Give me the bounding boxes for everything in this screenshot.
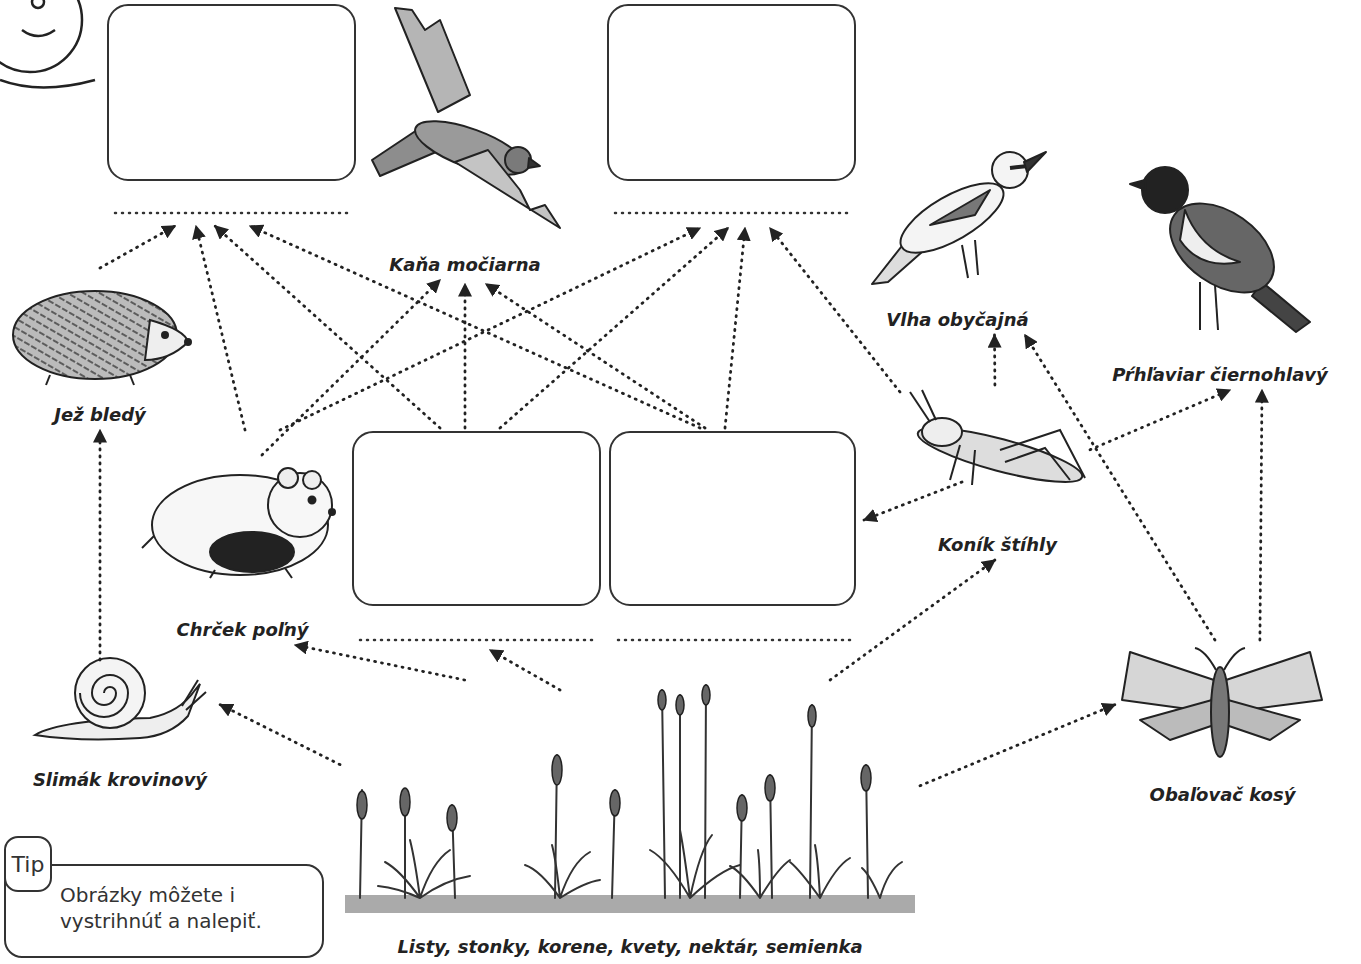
tip-text: Obrázky môžete i vystrihnúť a nalepiť. xyxy=(60,883,262,933)
food-arrow xyxy=(99,430,102,660)
species-node: Kaňa močiarna xyxy=(365,5,565,280)
bee-eater-drawing xyxy=(872,152,1046,284)
grasshopper-drawing xyxy=(910,390,1086,492)
food-arrow xyxy=(1090,390,1230,450)
food-arrow xyxy=(295,645,465,680)
species-label: Pŕhľaviar čiernohlavý xyxy=(1109,364,1331,387)
species-node: Koník štíhly xyxy=(905,385,1090,560)
species-label: Koník štíhly xyxy=(935,534,1060,557)
species-node: Pŕhľaviar čiernohlavý xyxy=(1095,160,1345,390)
hedgehog-drawing xyxy=(13,291,191,385)
harrier-drawing xyxy=(372,8,560,228)
tip-note-box: Obrázky môžete i vystrihnúť a nalepiť. xyxy=(4,864,324,958)
species-node: Jež bledý xyxy=(10,280,190,430)
face-sketch xyxy=(0,0,95,88)
species-label: Kaňa močiarna xyxy=(386,254,543,277)
species-node: Slimák krovinový xyxy=(20,660,220,795)
plants-drawing xyxy=(345,685,915,913)
species-label: Slimák krovinový xyxy=(30,769,210,792)
species-label: Vlha obyčajná xyxy=(883,309,1031,332)
food-arrow xyxy=(920,705,1115,786)
species-label: Obaľovač kosý xyxy=(1147,784,1299,807)
species-node: Obaľovač kosý xyxy=(1115,640,1330,810)
plants-node: Listy, stonky, korene, kvety, nektár, se… xyxy=(340,680,920,962)
tip-heading: Tip xyxy=(12,852,45,877)
tip-box: Obrázky môžete i vystrihnúť a nalepiť. Ti… xyxy=(4,836,326,960)
food-arrow xyxy=(830,560,995,680)
tip-tab: Tip xyxy=(4,836,52,892)
moth-drawing xyxy=(1122,648,1322,757)
food-arrow xyxy=(220,705,340,765)
species-node: Chrček poľný xyxy=(140,455,345,645)
food-arrow xyxy=(262,280,440,455)
food-arrows-to-blanks xyxy=(100,226,962,690)
species-node: Vlha obyčajná xyxy=(865,140,1050,335)
food-arrow xyxy=(993,335,996,385)
snail-drawing xyxy=(35,658,206,739)
species-label: Listy, stonky, korene, kvety, nektár, se… xyxy=(394,936,865,959)
writing-lines xyxy=(115,213,850,640)
hamster-drawing xyxy=(142,468,335,578)
stonechat-drawing xyxy=(1130,167,1310,332)
blank-answer-boxes xyxy=(108,5,855,605)
species-label: Chrček poľný xyxy=(174,619,312,642)
food-arrow xyxy=(1260,390,1262,640)
species-label: Jež bledý xyxy=(51,404,149,427)
